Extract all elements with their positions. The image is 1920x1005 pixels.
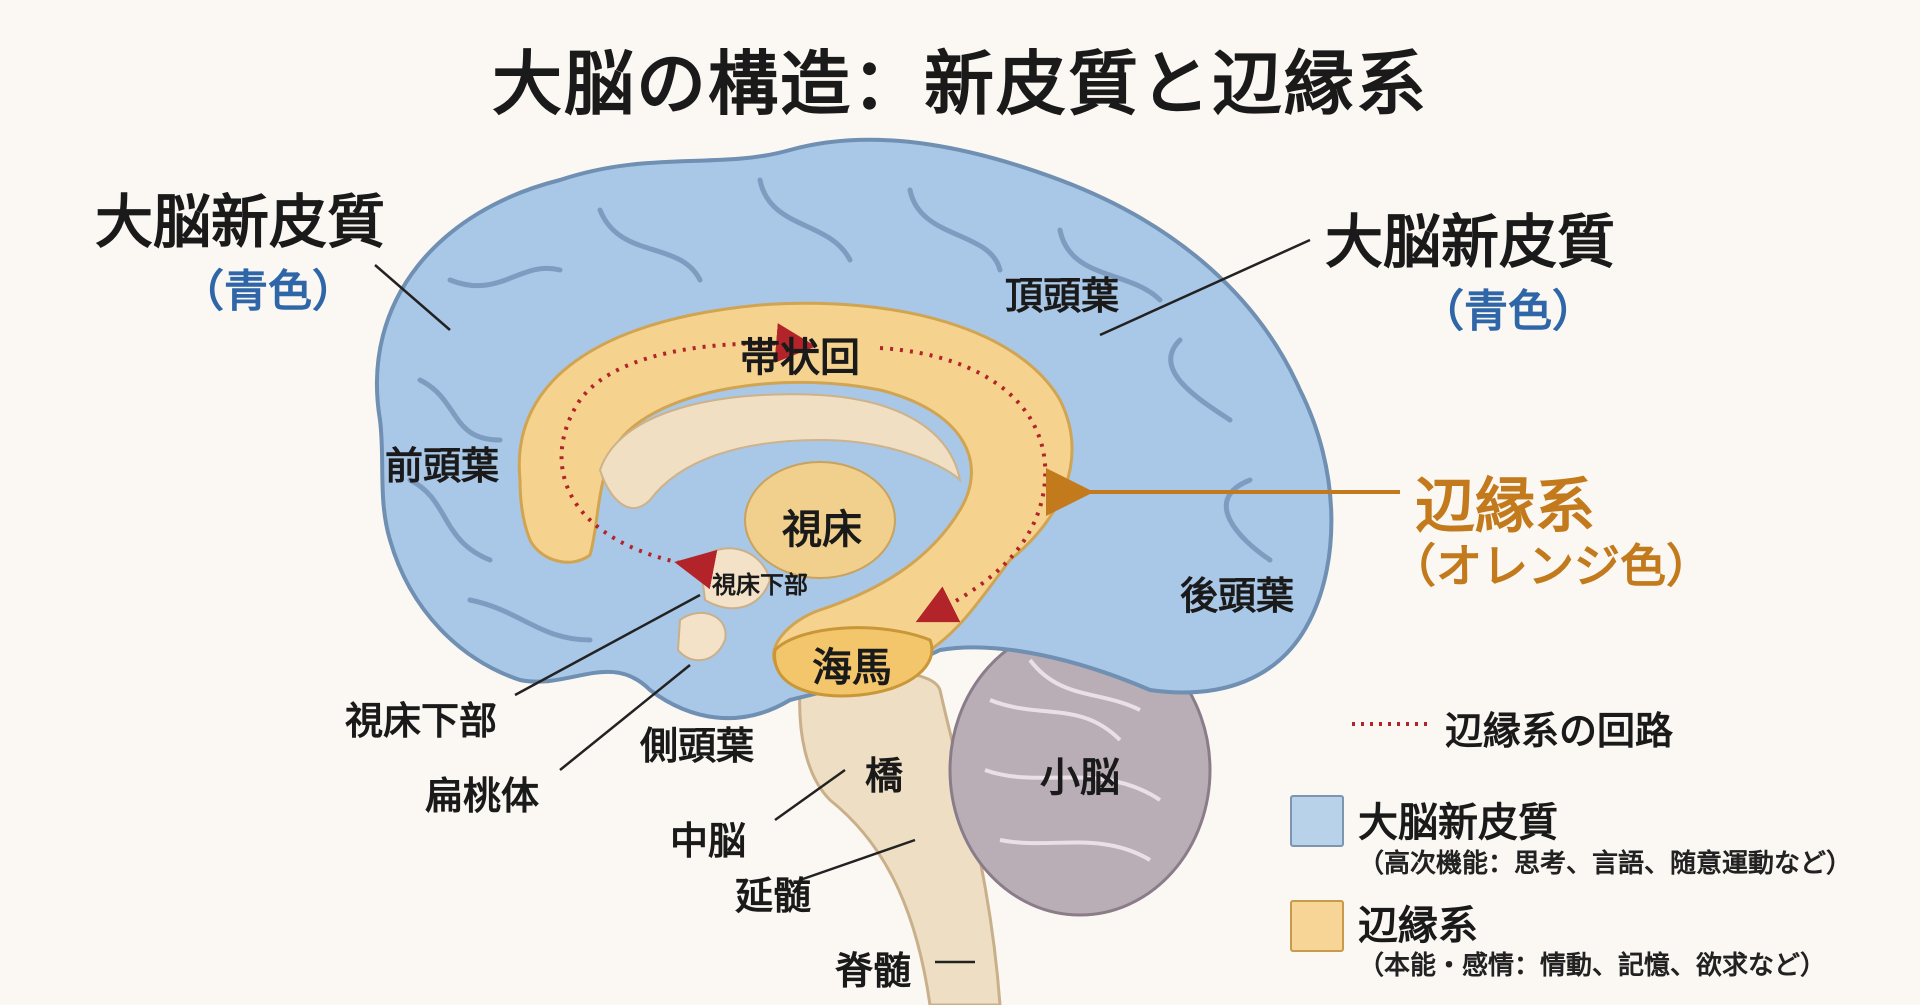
medulla-label: 延髄 (735, 874, 812, 918)
hypothalamus-inner-label: 視床下部 (712, 571, 808, 599)
neocortex-left-label: 大脳新皮質 (95, 188, 386, 256)
parietal-lobe-label: 頂頭葉 (1005, 274, 1120, 318)
legend-circuit-label: 辺縁系の回路 (1445, 709, 1674, 753)
legend-neocortex-swatch (1290, 795, 1344, 847)
neocortex-right-label: 大脳新皮質 (1325, 208, 1616, 276)
page-title: 大脳の構造：新皮質と辺縁系 (492, 43, 1428, 125)
leader-lines (374, 238, 1311, 964)
hippocampus-shape (773, 626, 934, 698)
cortex-sulci (407, 177, 1273, 643)
legend-limbic-desc: （本能・感情：情動、記憶、欲求など） (1358, 951, 1827, 981)
thalamus-label: 視床 (782, 507, 862, 553)
frontal-lobe-label: 前頭葉 (385, 444, 500, 488)
limbic-callout-color-note: （オレンジ色） (1390, 539, 1712, 593)
cingulate-gyrus-label: 帯状回 (740, 335, 860, 381)
legend-neocortex-desc: （高次機能：思考、言語、随意運動など） (1358, 849, 1853, 879)
occipital-lobe-label: 後頭葉 (1180, 574, 1295, 618)
temporal-lobe-label: 側頭葉 (640, 724, 755, 768)
spinal-cord-label: 脊髄 (835, 949, 912, 993)
pons-label: 橋 (865, 754, 904, 798)
cerebellum-folds (984, 658, 1162, 862)
legend-neocortex-title: 大脳新皮質 (1358, 800, 1558, 846)
hippocampus-label: 海馬 (812, 645, 892, 691)
legend-limbic-title: 辺縁系 (1358, 903, 1478, 949)
midbrain-label: 中脳 (670, 819, 747, 863)
neocortex-right-color-note: （青色） (1420, 286, 1596, 337)
limbic-circuit-path (559, 323, 816, 590)
amygdala-label: 扁桃体 (425, 774, 540, 818)
amygdala-shape (676, 611, 727, 662)
limbic-callout-label: 辺縁系 (1415, 472, 1595, 542)
cerebellum-label: 小脳 (1040, 755, 1120, 801)
hypothalamus-label: 視床下部 (345, 699, 498, 743)
neocortex-left-color-note: （青色） (180, 266, 356, 317)
legend-limbic-swatch (1290, 900, 1344, 952)
